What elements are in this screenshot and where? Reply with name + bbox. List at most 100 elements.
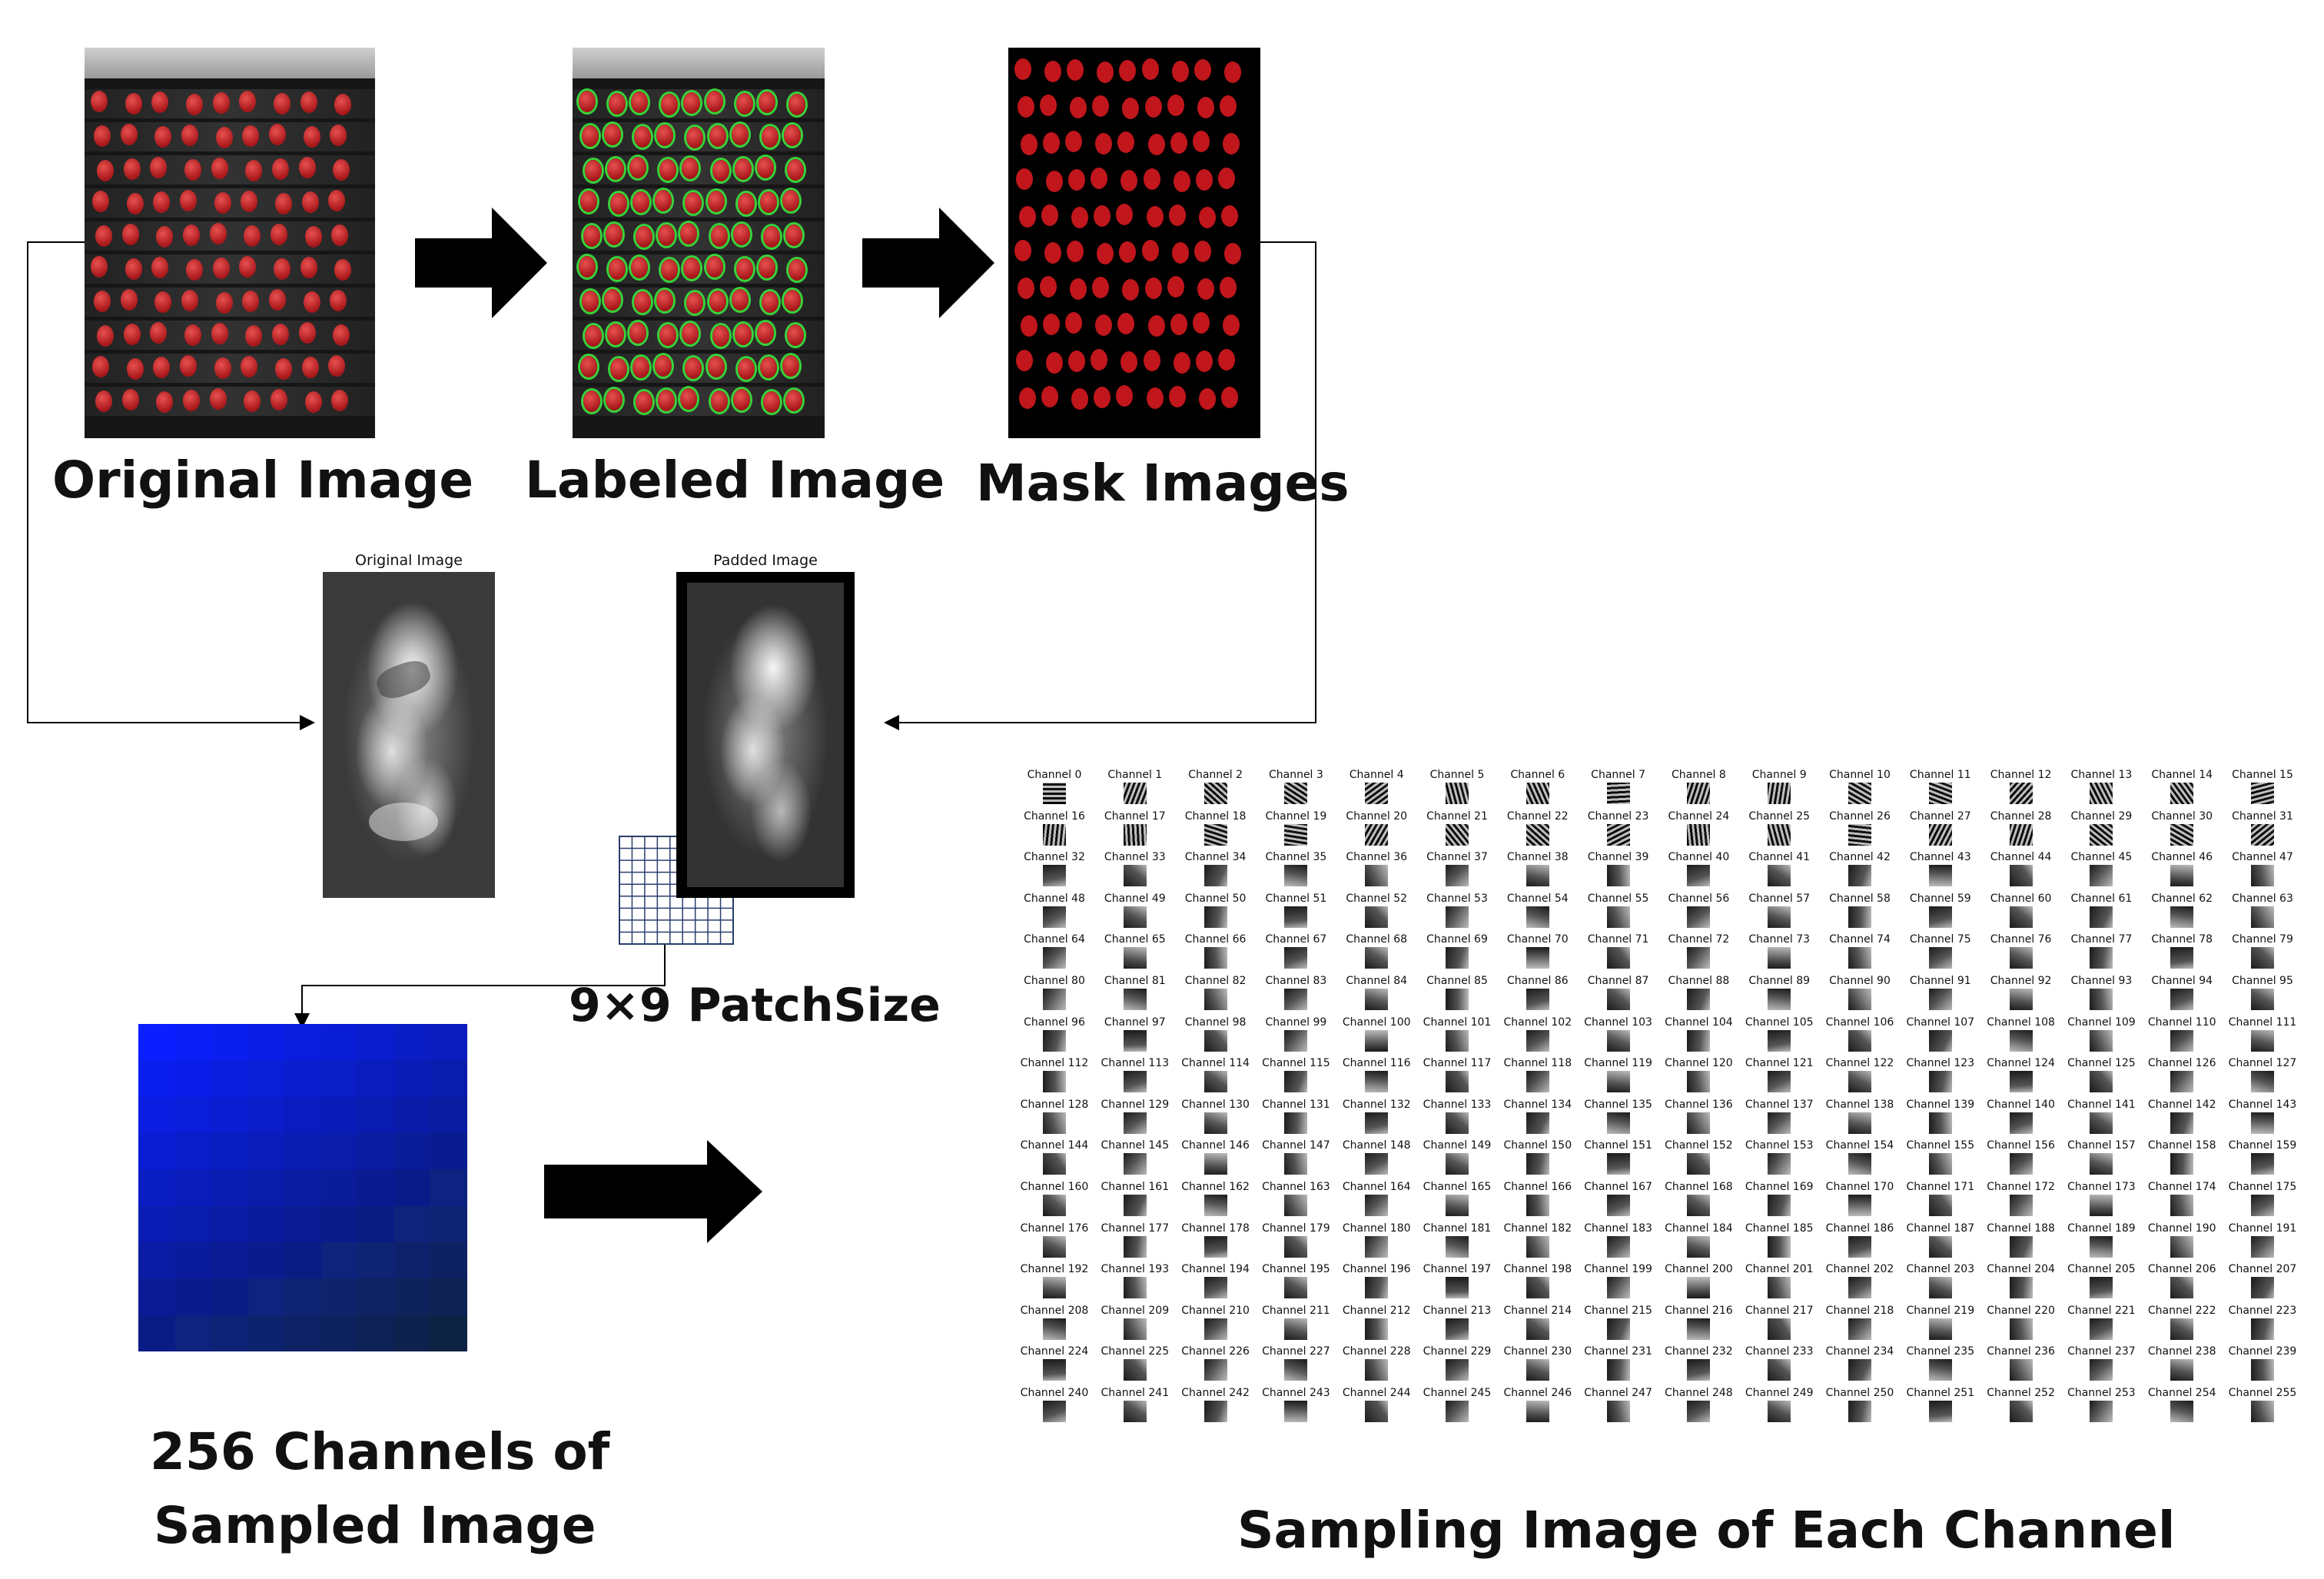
- channel-thumbnail: [1123, 823, 1147, 846]
- channel-label: Channel 187: [1906, 1222, 1975, 1235]
- channel-label: Channel 78: [2151, 933, 2213, 946]
- channel-label: Channel 161: [1101, 1181, 1170, 1193]
- channel-thumbnail: [1446, 1318, 1469, 1340]
- channel-thumbnail: [1123, 989, 1147, 1010]
- channel-thumbnail: [1043, 1153, 1066, 1175]
- seed: [682, 158, 699, 179]
- sampled-pixel: [284, 1169, 322, 1207]
- channel-thumbnail: [1928, 1112, 1952, 1134]
- seed: [661, 259, 679, 281]
- sampled-pixel: [284, 1278, 322, 1316]
- channel-label: Channel 92: [1990, 975, 2052, 987]
- seed: [330, 125, 347, 146]
- sampled-pixel: [247, 1169, 285, 1207]
- channel-label: Channel 31: [2232, 809, 2293, 823]
- seed: [732, 224, 750, 245]
- channel-thumbnail: [2251, 1277, 2274, 1299]
- channel-label: Channel 170: [1825, 1181, 1894, 1193]
- channel-label: Channel 73: [1748, 933, 1811, 946]
- channel-thumbnail: [1446, 1029, 1469, 1052]
- seed: [1097, 61, 1114, 83]
- channel-label: Channel 44: [1990, 851, 2052, 864]
- seed: [1092, 277, 1110, 299]
- sampled-pixel: [320, 1096, 358, 1134]
- channel-thumbnail: [1687, 783, 1711, 804]
- channel-thumbnail: [1043, 823, 1066, 846]
- seed: [154, 291, 172, 313]
- seed: [181, 125, 198, 146]
- channel-label: Channel 194: [1181, 1263, 1250, 1276]
- channel-label: Channel 247: [1584, 1387, 1652, 1399]
- channel-label: Channel 122: [1825, 1057, 1894, 1070]
- seed: [1095, 133, 1113, 155]
- sampled-pixel: [320, 1278, 358, 1316]
- seed: [1170, 132, 1187, 155]
- seed: [604, 124, 622, 145]
- channel-label: Channel 59: [1909, 892, 1971, 905]
- channel-thumbnail: [1284, 1235, 1308, 1258]
- tray-top-band: [85, 48, 375, 78]
- seed: [756, 157, 774, 178]
- channel-thumbnail: [2170, 947, 2194, 969]
- channel-label: Channel 185: [1745, 1222, 1814, 1235]
- channel-label: Channel 53: [1426, 892, 1488, 905]
- channel-thumbnail: [1768, 1235, 1791, 1258]
- channel-thumbnail: [2009, 1153, 2033, 1175]
- seed: [330, 290, 347, 311]
- channel-label: Channel 192: [1020, 1263, 1089, 1276]
- seed: [1147, 315, 1165, 337]
- sampled-pixel: [320, 1169, 358, 1207]
- seed: [1046, 170, 1064, 192]
- channel-label: Channel 244: [1342, 1387, 1411, 1399]
- channel-thumbnail: [1043, 1401, 1066, 1422]
- seed: [606, 224, 623, 245]
- sampled-pixel: [430, 1024, 468, 1061]
- sampled-pixel: [247, 1133, 285, 1170]
- channel-thumbnail: [1687, 1318, 1711, 1340]
- channel-label: Channel 171: [1906, 1181, 1975, 1193]
- channel-thumbnail: [2009, 947, 2033, 969]
- channel-label: Channel 103: [1584, 1016, 1652, 1029]
- channel-label: Channel 67: [1265, 933, 1327, 946]
- seed: [656, 125, 674, 146]
- sampled-pixel: [430, 1205, 468, 1243]
- channel-thumbnail: [1446, 1235, 1469, 1258]
- channel-label: Channel 45: [2070, 851, 2133, 864]
- seed: [92, 356, 109, 377]
- sampled-pixel: [211, 1060, 249, 1098]
- channel-label: Channel 83: [1265, 975, 1327, 987]
- channel-label: Channel 144: [1020, 1139, 1089, 1152]
- channel-thumbnail: [1204, 1318, 1227, 1340]
- seed: [275, 193, 292, 214]
- channel-label: Channel 226: [1181, 1345, 1250, 1358]
- seed: [761, 291, 779, 313]
- channel-thumbnail: [1123, 1029, 1147, 1052]
- seed: [184, 324, 201, 346]
- channel-thumbnail: [1043, 783, 1066, 804]
- sampled-pixel: [284, 1205, 322, 1243]
- channel-thumbnail: [1606, 1153, 1630, 1175]
- seed: [212, 92, 230, 114]
- channel-thumbnail: [1446, 1112, 1469, 1134]
- channel-thumbnail: [1123, 906, 1147, 928]
- seed: [154, 126, 172, 148]
- channel-thumbnail: [2170, 1235, 2194, 1258]
- channel-label: Channel 125: [2067, 1057, 2136, 1070]
- channel-thumbnail: [2251, 823, 2274, 846]
- channel-thumbnail: [1526, 823, 1549, 846]
- channel-label: Channel 146: [1181, 1139, 1250, 1152]
- seed: [579, 256, 596, 278]
- channel-label: Channel 39: [1587, 851, 1649, 864]
- channel-thumbnail: [1526, 1359, 1549, 1381]
- seed: [580, 191, 597, 212]
- seed: [92, 191, 109, 212]
- seed: [150, 322, 168, 344]
- channel-thumbnail: [1284, 865, 1308, 887]
- channel-label: Channel 126: [2147, 1057, 2216, 1070]
- channel-label: Channel 13: [2070, 769, 2133, 781]
- seed: [333, 324, 350, 346]
- seed: [333, 159, 350, 181]
- sampled-pixel: [247, 1278, 285, 1316]
- channel-thumbnail: [1848, 1277, 1871, 1299]
- channel-label: Channel 173: [2067, 1181, 2136, 1193]
